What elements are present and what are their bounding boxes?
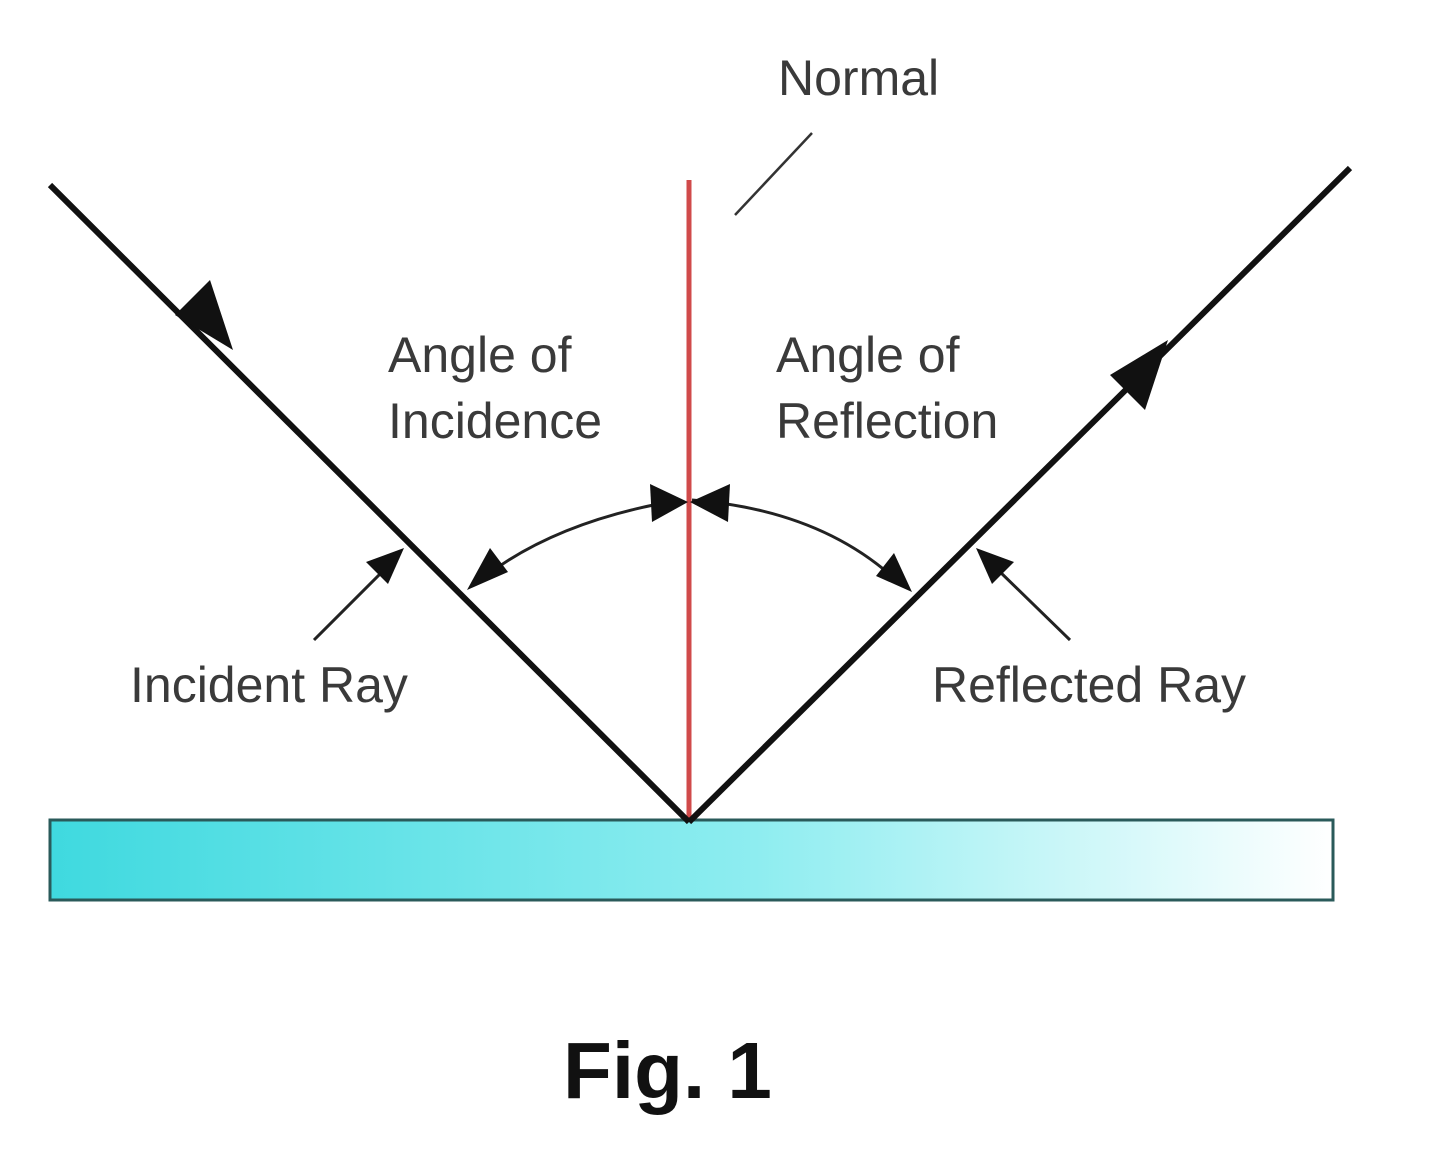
reflected-ray-line	[686, 165, 1353, 825]
angle-of-reflection-line-2: Reflection	[776, 393, 998, 449]
incident-ray-arrowhead	[175, 280, 233, 350]
angle-of-incidence-line-2: Incidence	[388, 393, 602, 449]
incidence-arc-arrowhead-right	[650, 484, 688, 522]
reflected-ray-pointer-line	[994, 566, 1072, 642]
reflected-ray-pointer-arrowhead	[976, 548, 1014, 584]
angle-of-reflection-line-1: Angle of	[776, 327, 960, 383]
angle-of-incidence-line-1: Angle of	[388, 327, 572, 383]
incident-ray-label: Incident Ray	[130, 657, 408, 713]
incident-ray-pointer-line	[312, 568, 386, 642]
incidence-arc-arrowhead-left	[467, 548, 508, 590]
normal-label: Normal	[778, 50, 939, 106]
figure-caption: Fig. 1	[563, 1026, 772, 1115]
incident-ray-line	[47, 182, 692, 825]
reflection-arc-arrowhead-left	[690, 484, 730, 522]
angle-of-incidence-label: Angle of Incidence	[388, 327, 602, 449]
reflected-ray-label: Reflected Ray	[932, 657, 1246, 713]
angle-of-reflection-label: Angle of Reflection	[776, 327, 998, 449]
reflected-ray-arrowhead	[1110, 340, 1168, 410]
mirror-surface	[48, 818, 1335, 902]
incidence-angle-arc	[486, 498, 681, 577]
incident-ray-pointer-arrowhead	[366, 548, 404, 584]
normal-leader-line	[734, 132, 813, 216]
reflection-arc-arrowhead-right	[876, 553, 912, 592]
